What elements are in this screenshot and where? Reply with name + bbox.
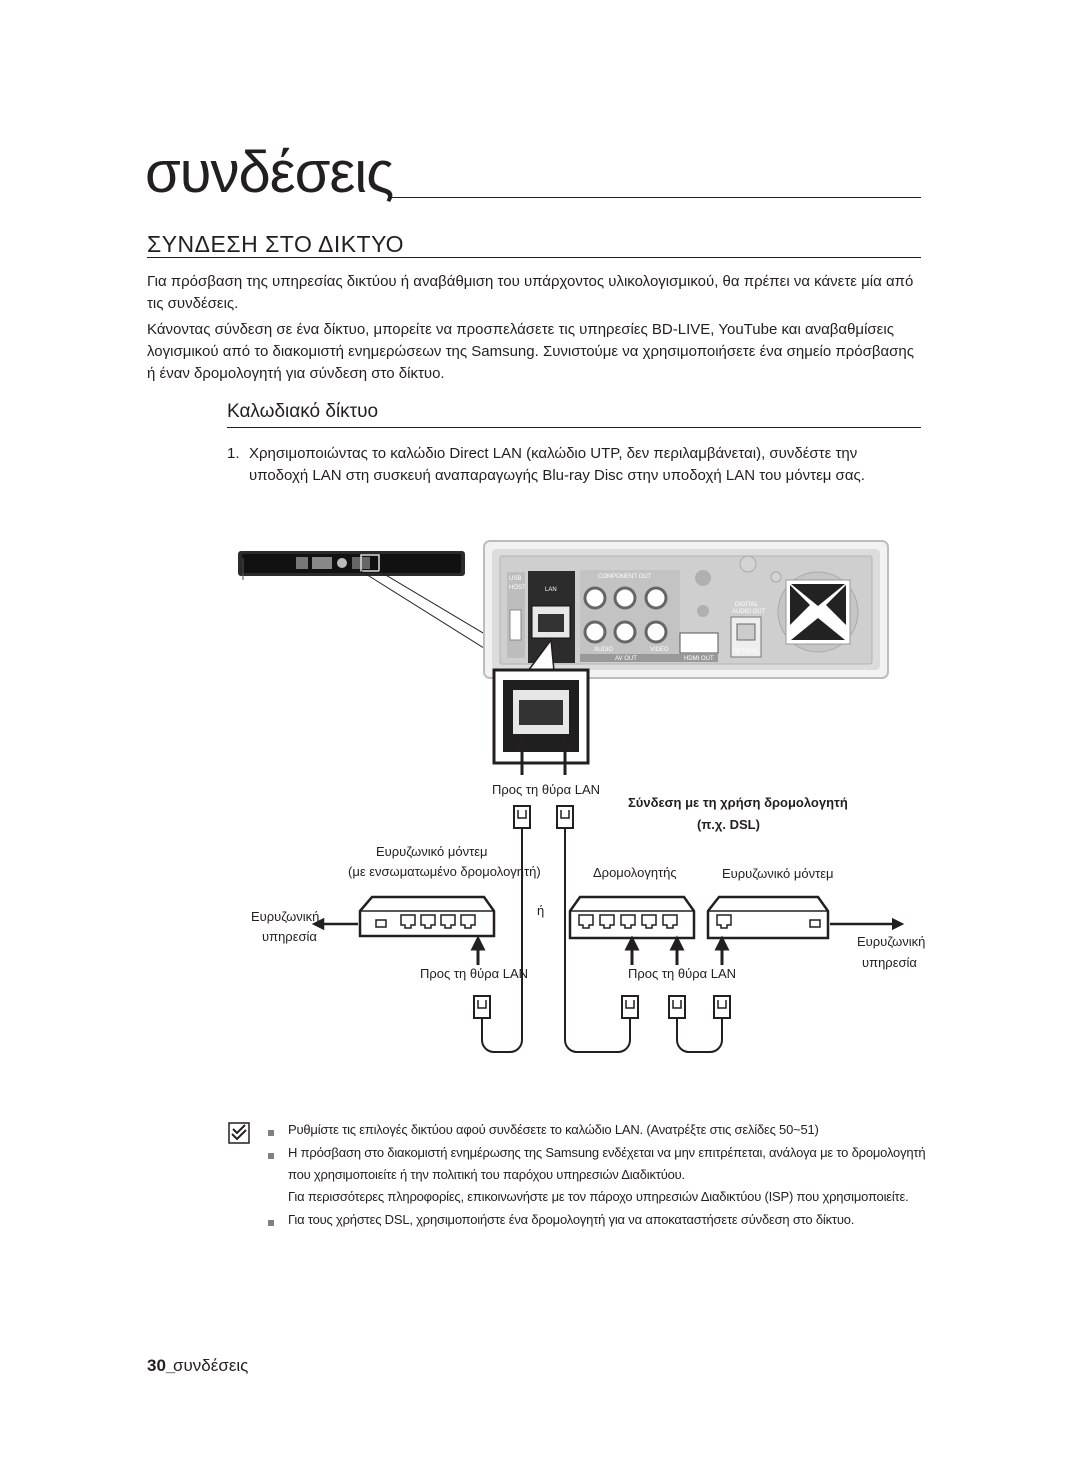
bullet: [268, 1153, 274, 1159]
rj45-connector-icon: [513, 805, 531, 829]
note-1: Ρυθμίστε τις επιλογές δικτύου αφού συνδέ…: [288, 1122, 819, 1137]
network-connection-diagram: USB HOST LAN COMPONENT OUT AUDIO VIDEO A…: [238, 540, 925, 1053]
modem-with-router-icon: [358, 895, 496, 938]
chapter-title: συνδέσεις: [145, 140, 394, 205]
hdmi-out-label: HDMI OUT: [684, 656, 714, 662]
lan-jack-closeup: [492, 668, 590, 765]
rj45-connector-icon: [621, 995, 639, 1019]
router-label: Δρομολογητής: [593, 865, 677, 880]
rj45-connector-icon: [713, 995, 731, 1019]
cable-router-modem: [676, 1018, 723, 1053]
subsection-rule: [227, 427, 921, 428]
bullet: [268, 1220, 274, 1226]
bullet: [268, 1130, 274, 1136]
intro-paragraph-1: Για πρόσβαση της υπηρεσίας δικτύου ή ανα…: [147, 273, 914, 312]
modem-right-label: Ευρυζωνικό μόντεμ: [722, 866, 834, 881]
broadband-left-1: Ευρυζωνική: [251, 909, 319, 924]
digital-label: DIGITAL: [735, 602, 759, 608]
broadband-left-2: υπηρεσία: [262, 929, 317, 944]
step-number: 1.: [227, 445, 240, 462]
router-connection-title: Σύνδεση με τη χρήση δρομολογητή: [628, 795, 848, 810]
modem-left-sub: (με ενσωματωμένο δρομολογητή): [348, 864, 541, 879]
host-label: HOST: [509, 585, 526, 591]
optical-label: OPTICAL: [733, 649, 759, 655]
note-2: Η πρόσβαση στο διακομιστή ενημέρωσης της…: [288, 1145, 926, 1182]
subsection-title: Καλωδιακό δίκτυο: [227, 401, 379, 422]
rj45-connector-icon: [473, 995, 491, 1019]
intro-paragraph-2: Κάνοντας σύνδεση σε ένα δίκτυο, μπορείτε…: [147, 321, 914, 382]
cable-left: [481, 829, 523, 1053]
modem-icon: [706, 895, 830, 940]
modem-left-label: Ευρυζωνικό μόντεμ: [376, 844, 488, 859]
to-lan-port-right: Προς τη θύρα LAN: [628, 966, 736, 981]
lan-label: LAN: [545, 587, 557, 593]
broadband-right-2: υπηρεσία: [862, 955, 917, 970]
video-label: VIDEO: [650, 647, 669, 653]
audio-out-label: AUDIO OUT: [732, 609, 766, 615]
cable-right: [564, 829, 631, 1053]
zoom-line: [360, 570, 496, 656]
component-out-label: COMPONENT OUT: [598, 574, 652, 580]
broadband-right-1: Ευρυζωνική: [857, 934, 925, 949]
footer-label: συνδέσεις: [173, 1356, 249, 1375]
rj45-connector-icon: [668, 995, 686, 1019]
to-lan-port-label: Προς τη θύρα LAN: [492, 782, 600, 797]
step-text: Χρησιμοποιώντας το καλώδιο Direct LAN (κ…: [249, 445, 865, 484]
rear-panel-closeup: USB HOST LAN COMPONENT OUT AUDIO VIDEO A…: [483, 540, 889, 679]
bluray-player-rear: [238, 551, 465, 580]
rj45-connector-icon: [556, 805, 574, 829]
note-icon: [228, 1122, 250, 1144]
page-number: 30_: [147, 1356, 176, 1375]
note-3: Για τους χρήστες DSL, χρησιμοποιήστε ένα…: [288, 1212, 855, 1227]
usb-label: USB: [509, 576, 521, 582]
or-label: ή: [537, 903, 544, 918]
audio-label: AUDIO: [594, 647, 613, 653]
chapter-rule: [388, 197, 921, 198]
router-connection-sub: (π.χ. DSL): [697, 817, 760, 832]
section-title: ΣΥΝΔΕΣΗ ΣΤΟ ΔΙΚΤΥΟ: [147, 231, 405, 257]
router-icon: [568, 895, 696, 940]
to-lan-port-left: Προς τη θύρα LAN: [420, 966, 528, 981]
av-out-label: AV OUT: [615, 656, 637, 662]
section-rule: [147, 257, 921, 258]
note-2-continued: Για περισσότερες πληροφορίες, επικοινωνή…: [288, 1189, 909, 1204]
